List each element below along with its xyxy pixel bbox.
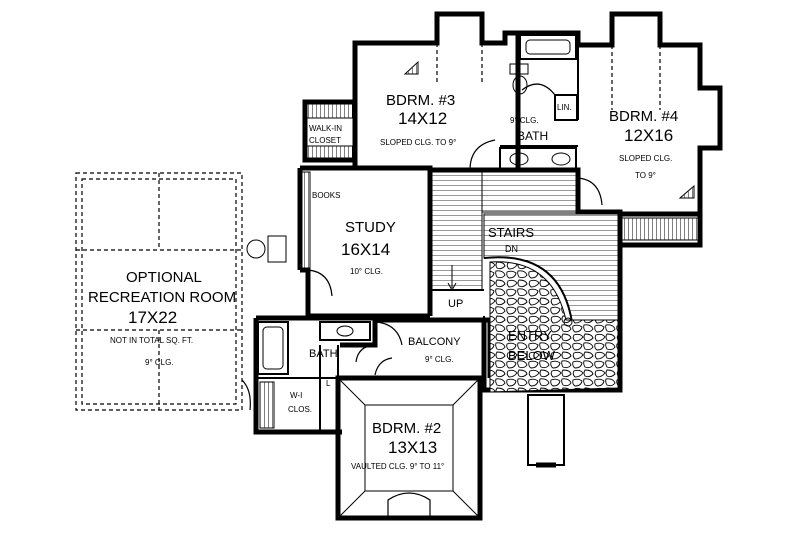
- bdrm4-name: BDRM. #4: [609, 108, 678, 125]
- bdrm4-note1: SLOPED CLG.: [619, 154, 672, 163]
- bdrm3-note: SLOPED CLG. TO 9°: [380, 138, 456, 147]
- l-mark: L: [326, 379, 331, 388]
- bdrm2-name: BDRM. #2: [372, 420, 441, 437]
- stairs-up: UP: [448, 298, 463, 310]
- study-note: 10° CLG.: [350, 267, 383, 276]
- bdrm2-note: VAULTED CLG. 9° TO 11°: [351, 462, 444, 471]
- stairs-label: STAIRS: [488, 225, 534, 240]
- bdrm2-size: 13X13: [388, 438, 437, 457]
- exterior-walls: [253, 11, 723, 521]
- recreation-line2: RECREATION ROOM: [88, 289, 236, 306]
- study-size: 16X14: [341, 240, 390, 259]
- wi-clos-line2: CLOS.: [288, 405, 312, 414]
- recreation-line1: OPTIONAL: [126, 269, 202, 286]
- room-labels: BDRM. #3 14X12 SLOPED CLG. TO 9° BDRM. #…: [88, 92, 678, 471]
- entry-line1: ENTRY: [508, 328, 552, 343]
- recreation-size: 17X22: [128, 308, 177, 327]
- walkin-line2: CLOSET: [309, 136, 341, 145]
- walkin-line1: WALK-IN: [309, 124, 342, 133]
- bdrm4-size: 12X16: [624, 126, 673, 145]
- lin-label: LIN.: [557, 103, 572, 112]
- interior-walls: [256, 45, 579, 432]
- wi-clos-line1: W-I: [290, 391, 302, 400]
- balcony-name: BALCONY: [408, 336, 461, 348]
- doors: [307, 83, 603, 376]
- recreation-room: [75, 172, 251, 411]
- bdrm4-note2: TO 9°: [635, 171, 656, 180]
- bath-upper-note: 9° CLG.: [510, 116, 539, 125]
- entry-line2: BELOW: [508, 348, 556, 363]
- study-name: STUDY: [345, 219, 396, 236]
- stairs-area: [429, 171, 621, 393]
- bath-lower-name: BATH: [309, 348, 338, 360]
- recreation-note2: 9° CLG.: [145, 358, 174, 367]
- books-label: BOOKS: [312, 191, 340, 200]
- bath-upper-name: BATH: [517, 129, 548, 143]
- stairs-dn: DN: [505, 244, 518, 254]
- recreation-note1: NOT IN TOTAL SQ. FT.: [110, 336, 193, 345]
- fixtures: [246, 34, 699, 519]
- bdrm3-name: BDRM. #3: [386, 92, 455, 109]
- balcony-note: 9° CLG.: [425, 355, 454, 364]
- bdrm3-size: 14X12: [398, 109, 447, 128]
